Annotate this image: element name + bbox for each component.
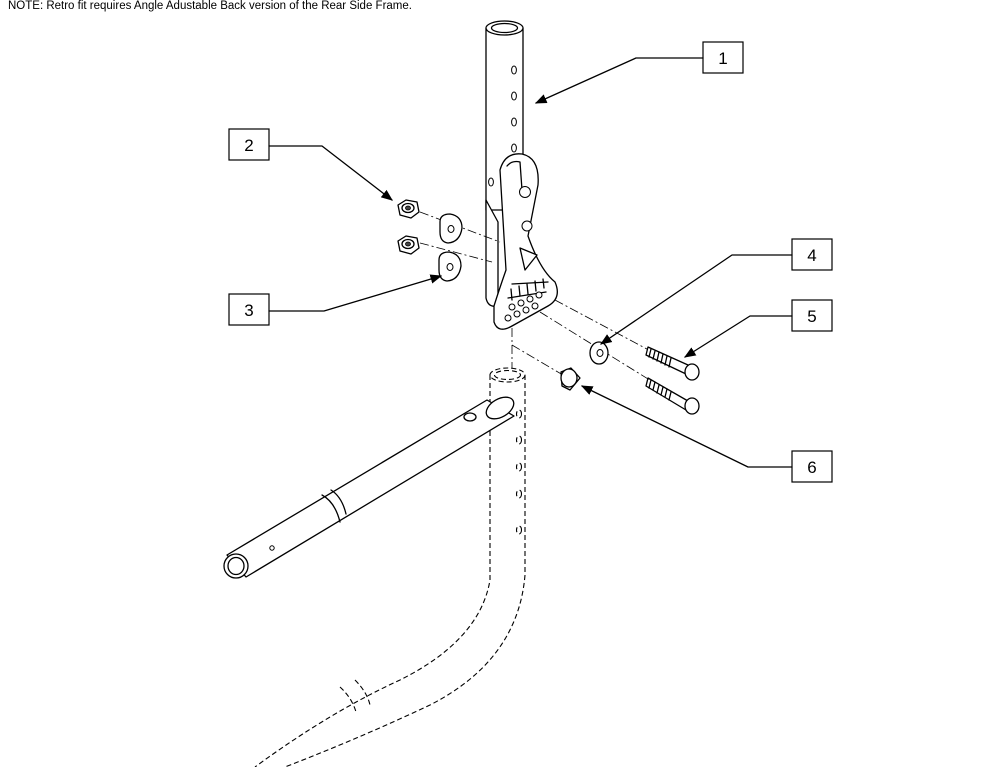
bolt-lower (645, 377, 700, 415)
flat-washer (589, 341, 609, 365)
callout-3-label: 3 (244, 301, 253, 320)
callout-4-label: 4 (807, 246, 816, 265)
assembly-centerlines (419, 211, 691, 406)
armrest-receiver-tube (223, 396, 515, 579)
callout-2-label: 2 (244, 136, 253, 155)
callout-2: 2 (228, 128, 393, 201)
rear-side-frame (254, 367, 526, 767)
cam-washer-lower (438, 251, 462, 282)
callout-3: 3 (228, 274, 443, 326)
callout-1: 1 (534, 41, 744, 104)
bolt-upper (645, 346, 700, 381)
callout-1-label: 1 (718, 49, 727, 68)
lock-nut-upper (397, 199, 420, 219)
callout-6-label: 6 (807, 458, 816, 477)
callout-6: 6 (580, 385, 833, 483)
callout-5: 5 (684, 299, 833, 358)
callout-4: 4 (600, 238, 833, 345)
angle-adjust-bracket (485, 153, 558, 330)
callout-5-label: 5 (807, 307, 816, 326)
retrofit-note: NOTE: Retro fit requires Angle Adustable… (8, 0, 412, 12)
cam-washer-upper (439, 213, 463, 244)
spacer (560, 367, 581, 391)
lock-nut-lower (397, 235, 420, 255)
